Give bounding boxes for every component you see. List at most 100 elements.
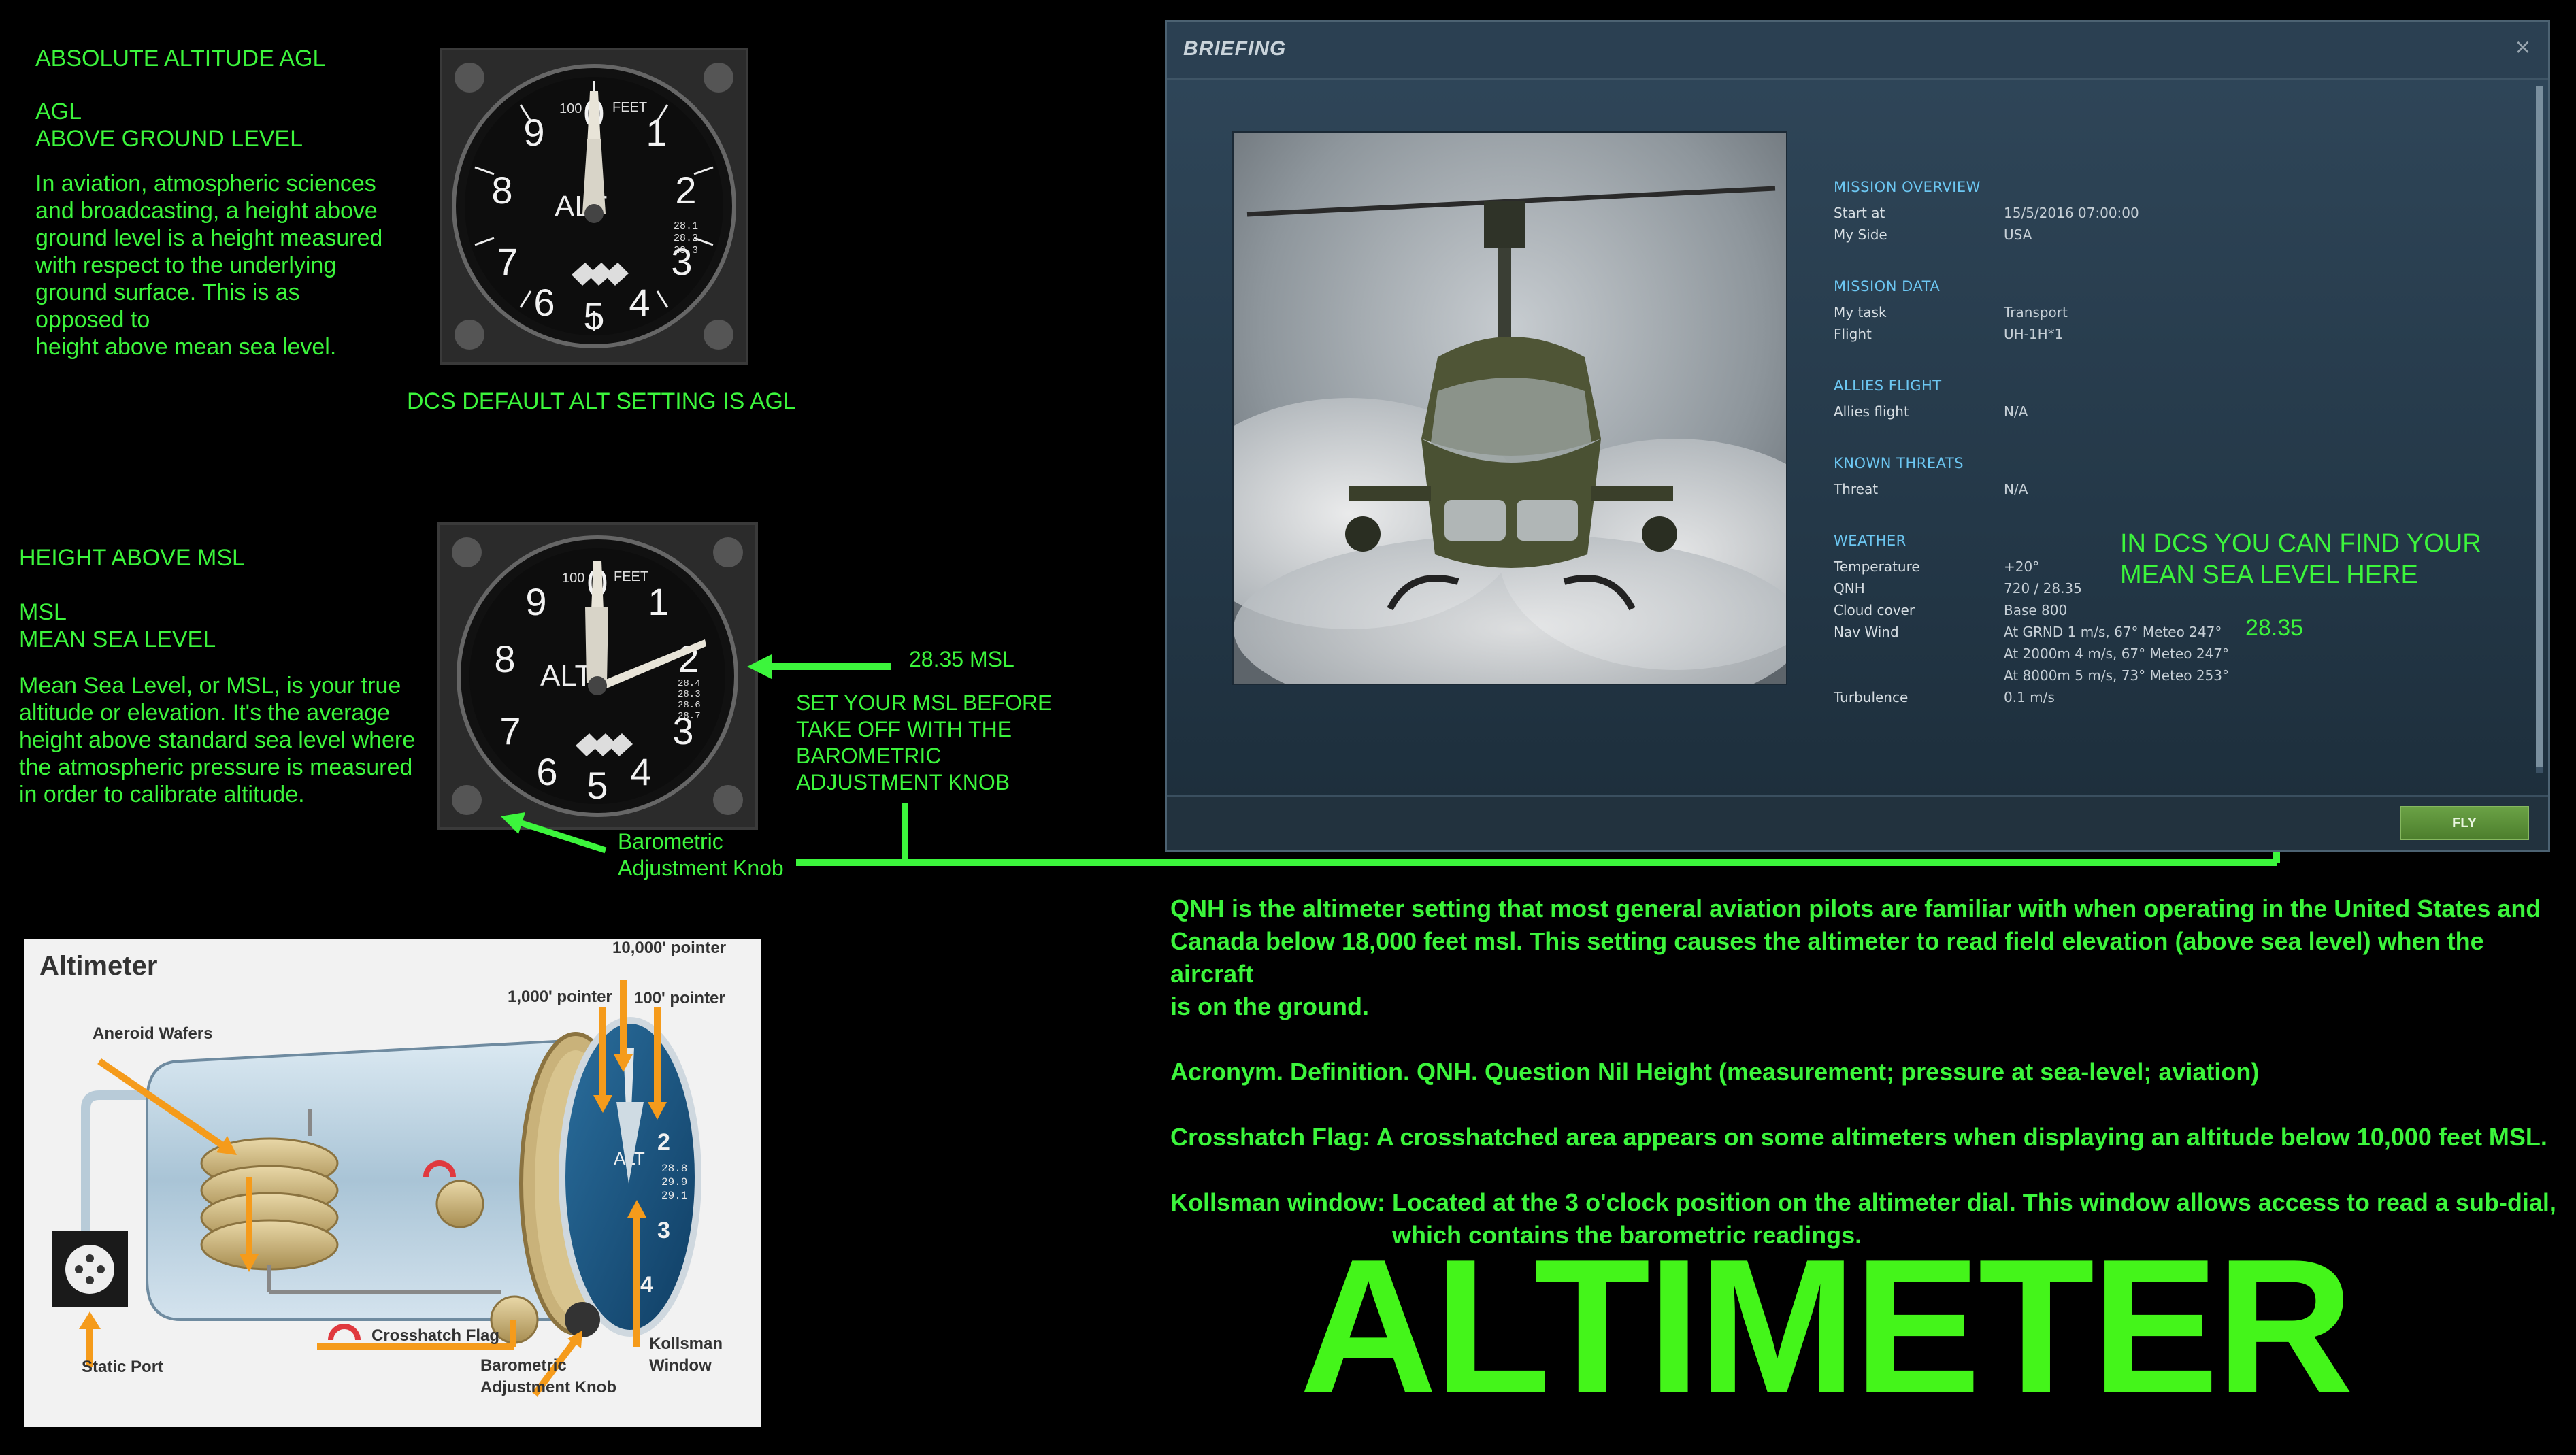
info-value: UH-1H*1 [2004,326,2064,342]
briefing-scrollbar[interactable] [2536,86,2543,773]
agl-altimeter-gauge: 0 1 2 3 4 5 6 7 8 9 ALT FEET 100 28.1 28… [440,48,748,365]
msl-gauge-alt-label: ALT [540,659,593,692]
agl-gauge-feet-label: FEET [612,100,647,115]
msl-kollsman-0: 28.4 [678,678,701,689]
info-value: N/A [2004,481,2028,497]
msl-gauge-numeral-5: 5 [587,764,608,807]
agl-gauge-100-label: 100 [559,101,582,116]
info-value: USA [2004,227,2032,243]
msl-kollsman-3: 28.7 [678,711,701,722]
diagram-label-kollsman-1: Window [649,1356,712,1375]
briefing-titlebar: BRIEFING × [1167,22,2548,80]
agl-text-block: ABSOLUTE ALTITUDE AGL AGL ABOVE GROUND L… [35,45,416,361]
info-row-nav-wind-3: At 8000m 5 m/s, 73° Meteo 253° [1834,665,2446,686]
diagram-dial-number-3: 3 [657,1218,670,1243]
diagram-label-10000-pointer: 10,000' pointer [612,939,727,957]
agl-gauge-numeral-7: 7 [497,240,518,283]
msl-gauge-numeral-7: 7 [499,709,521,752]
info-key: Cloud cover [1834,602,1915,618]
msl-instruction-1: TAKE OFF WITH THE [796,717,1012,741]
msl-body-3: the atmospheric pressure is measured [19,754,413,780]
agl-body-5: opposed to [35,307,150,333]
agl-crosshatch-flag [572,263,629,286]
msl-instruction-0: SET YOUR MSL BEFORE [796,690,1053,715]
info-row-nav-wind: Nav Wind At GRND 1 m/s, 67° Meteo 247° [1834,621,2446,643]
agl-body-2: ground level is a height measured [35,225,383,251]
agl-body-4: ground surface. This is as [35,280,300,305]
scrollbar-thumb[interactable] [2536,86,2543,767]
msl-title: HEIGHT ABOVE MSL [19,545,245,571]
dcs-note-1: MEAN SEA LEVEL HERE [2120,561,2418,589]
section-heading-weather: WEATHER [1834,533,1906,549]
msl-body-4: in order to calibrate altitude. [19,782,305,807]
agl-kollsman-2: 28.3 [674,245,698,256]
msl-baro-knob[interactable] [452,785,482,815]
info-key: Turbulence [1834,689,1909,705]
agl-body-6: height above mean sea level. [35,334,337,360]
briefing-window: BRIEFING × [1165,20,2550,852]
msl-text-block: HEIGHT ABOVE MSL MSL MEAN SEA LEVEL Mean… [19,544,427,808]
msl-abbr: MSL [19,599,67,625]
baro-knob-label-1: Adjustment Knob [618,856,784,880]
info-value: At 8000m 5 m/s, 73° Meteo 253° [2004,667,2229,684]
agl-abbr: AGL [35,99,82,124]
close-icon[interactable]: × [2515,33,2530,62]
diagram-label-100-pointer: 100' pointer [634,989,725,1007]
msl-expansion: MEAN SEA LEVEL [19,626,216,652]
diagram-label-baro: Barometric Adjustment Knob [480,1355,616,1399]
agl-gauge-numeral-6: 6 [533,281,555,324]
diagram-title: Altimeter [39,951,158,981]
diagram-kollsman-1: 29.9 [661,1176,687,1188]
info-key: Start at [1834,205,1885,221]
msl-gauge-numeral-6: 6 [536,750,557,793]
explanations-block: QNH is the altimeter setting that most g… [1170,892,2558,1252]
diagram-label-baro-0: Barometric [480,1356,567,1375]
info-value: 15/5/2016 07:00:00 [2004,205,2139,221]
msl-gauge-numeral-8: 8 [494,637,515,680]
agl-gauge-numeral-8: 8 [491,169,512,212]
msl-kollsman-2: 28.6 [678,700,701,711]
kollsman-explanation-0: Located at the 3 o'clock position on the… [1392,1188,2556,1216]
msl-gauge-numeral-1: 1 [648,580,669,623]
info-key: My Side [1834,227,1887,243]
agl-gauge-numeral-3: 3 [671,240,692,283]
agl-gauge-numeral-1: 1 [646,111,667,154]
fly-button[interactable]: FLY [2400,806,2529,840]
briefing-bottombar: FLY [1167,795,2548,850]
baro-knob-label: Barometric Adjustment Knob [618,829,784,882]
info-key: Nav Wind [1834,624,1899,640]
msl-altimeter-gauge: 0 1 2 3 4 5 6 7 8 9 ALT FEET 100 28.4 28… [437,522,758,830]
info-value: Base 800 [2004,602,2068,618]
msl-gauge-100-label: 100 [562,571,584,586]
diagram-dial-number-4: 4 [640,1272,653,1298]
info-row-my-side: My Side USA [1834,224,2446,246]
info-key: QNH [1834,580,1865,597]
agl-gauge-numeral-2: 2 [675,169,696,212]
info-row-flight: Flight UH-1H*1 [1834,323,2446,345]
msl-body-0: Mean Sea Level, or MSL, is your true [19,673,401,699]
info-key: Temperature [1834,558,1920,575]
crosshatch-explanation: Crosshatch Flag: A crosshatched area app… [1170,1123,2547,1151]
section-heading-allies-flight: ALLIES FLIGHT [1834,378,1942,394]
msl-instruction: SET YOUR MSL BEFORE TAKE OFF WITH THE BA… [796,690,1082,796]
info-row-temperature: Temperature+20° [1834,556,2446,578]
diagram-label-kollsman: Kollsman Window [649,1333,723,1377]
msl-body-1: altitude or elevation. It's the average [19,700,391,726]
diagram-label-baro-1: Adjustment Knob [480,1378,616,1397]
info-key: Flight [1834,326,1872,342]
info-value: At GRND 1 m/s, 67° Meteo 247° [2004,624,2222,640]
agl-kollsman-1: 28.2 [674,233,698,244]
info-value: N/A [2004,403,2028,420]
msl-arrow-label: 28.35 MSL [909,647,1014,671]
info-key: My task [1834,304,1887,320]
agl-gauge-numeral-9: 9 [523,111,544,154]
diagram-dial-number-2: 2 [657,1129,670,1155]
msl-pointer-wide [585,607,608,683]
msl-instruction-2: BAROMETRIC [796,743,942,768]
big-title: ALTIMETER [1300,1220,2354,1433]
diagram-label-static-port: Static Port [82,1358,164,1376]
msl-crosshatch-flag [576,733,633,756]
